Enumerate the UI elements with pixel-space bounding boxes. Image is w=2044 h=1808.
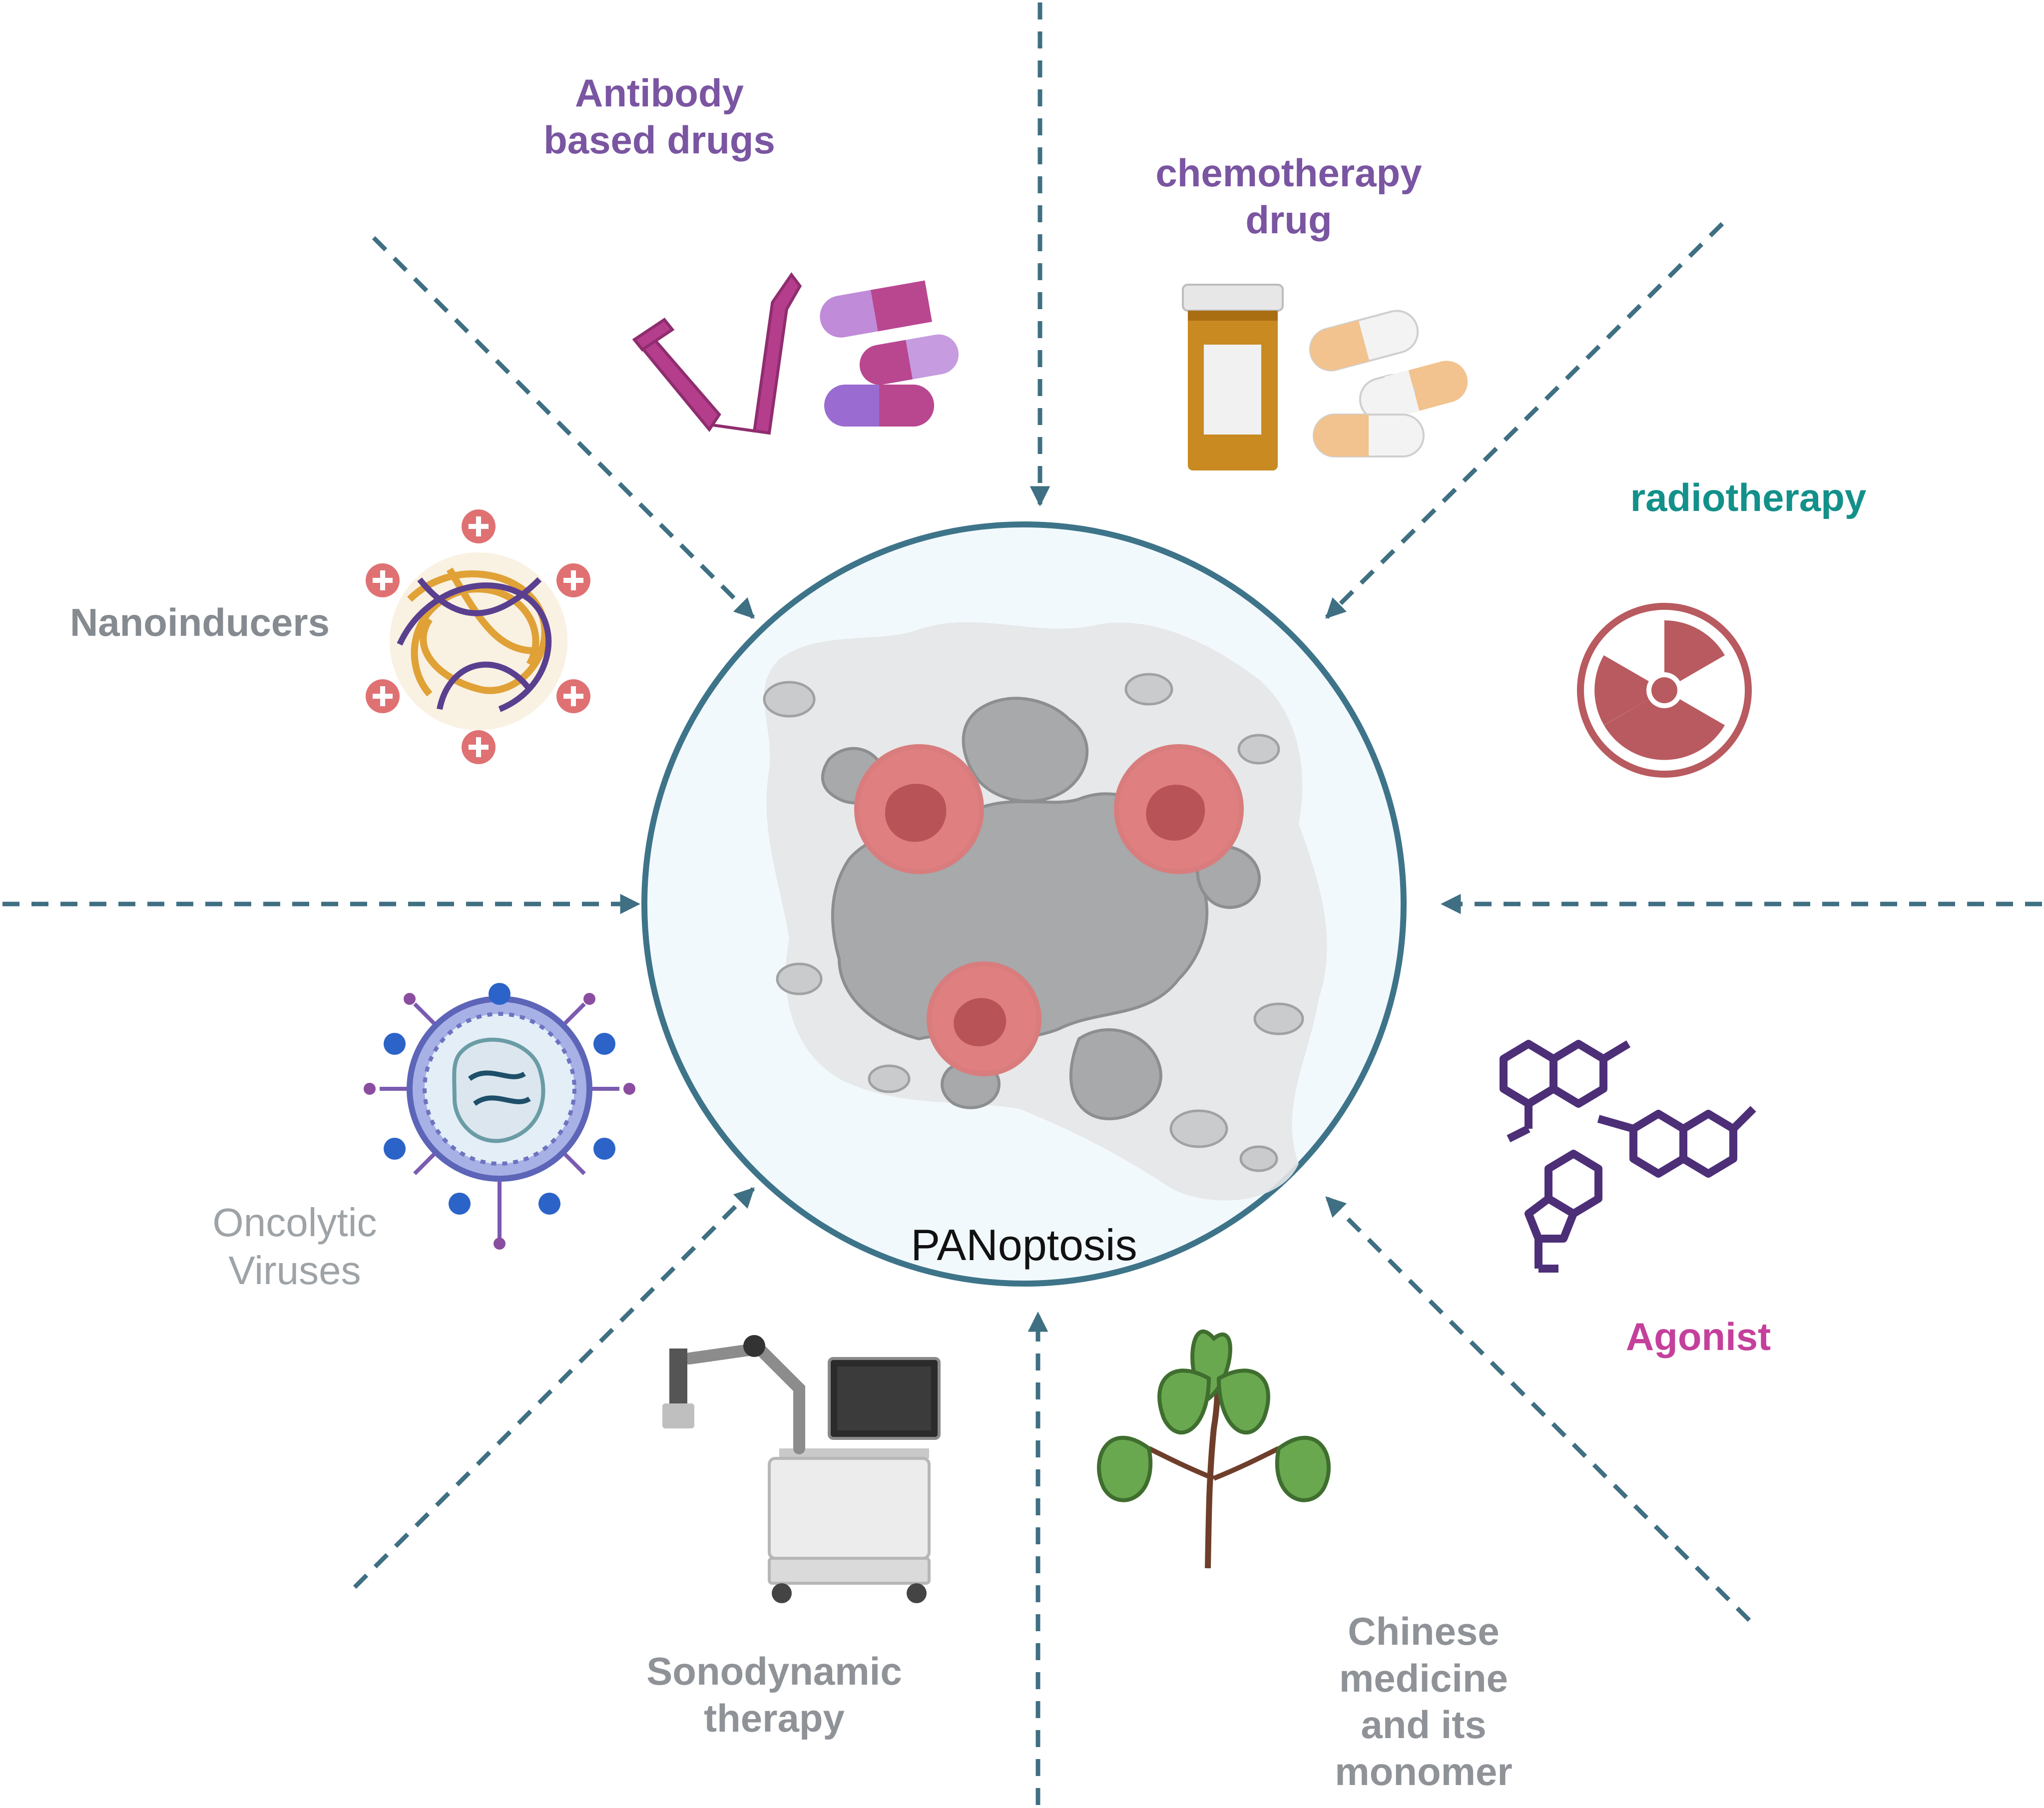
label-radiotherapy: radiotherapy — [1598, 474, 1898, 521]
ultrasound-device-icon — [662, 1335, 941, 1603]
capsule-icon — [820, 280, 959, 427]
arrow-top-left — [372, 236, 755, 619]
arrow-bottom-right — [1325, 1196, 1751, 1622]
label-nanoinducers: Nanoinducers — [50, 599, 350, 646]
label-chinese-line2: medicine — [1339, 1656, 1509, 1700]
nanoparticle-icon — [366, 509, 590, 764]
panoptosis-text: PANoptosis — [911, 1220, 1137, 1270]
label-antibody: Antibody based drugs — [519, 70, 799, 163]
panoptosis-label: PANoptosis — [874, 1219, 1174, 1272]
label-chinese-line3: and its — [1361, 1703, 1487, 1747]
label-oncolytic-line1: Oncolytic — [212, 1200, 377, 1245]
label-chemotherapy-line1: chemotherapy — [1155, 151, 1422, 195]
arrow-bottom-left — [353, 1187, 755, 1589]
plus-charges — [366, 509, 590, 764]
molecule-icon — [1500, 1040, 1756, 1273]
label-oncolytic-line2: Viruses — [228, 1248, 361, 1293]
label-chinese-line4: monomer — [1335, 1749, 1513, 1794]
radiation-icon — [1577, 603, 1752, 778]
label-radiotherapy-line1: radiotherapy — [1630, 475, 1867, 519]
label-sonodynamic-line2: therapy — [704, 1696, 845, 1740]
dying-cells-icon — [763, 622, 1327, 1201]
capsule-icon — [1309, 310, 1468, 457]
label-chinese-medicine: Chinese medicine and its monomer — [1299, 1608, 1548, 1795]
label-antibody-line1: Antibody — [575, 71, 744, 115]
plant-icon — [1097, 1330, 1331, 1569]
label-agonist-line1: Agonist — [1625, 1315, 1771, 1358]
label-chinese-line1: Chinese — [1348, 1609, 1500, 1653]
antibody-icon — [632, 272, 802, 435]
pill-bottle-icon — [1182, 284, 1284, 470]
label-nanoinducers-line1: Nanoinducers — [69, 600, 330, 644]
label-agonist: Agonist — [1573, 1314, 1823, 1360]
label-oncolytic: Oncolytic Viruses — [160, 1199, 430, 1295]
label-sonodynamic: Sonodynamic therapy — [619, 1648, 929, 1742]
virus-icon — [364, 983, 635, 1250]
label-antibody-line2: based drugs — [543, 117, 775, 162]
arrow-top-right — [1325, 222, 1724, 619]
label-chemotherapy: chemotherapy drug — [1139, 150, 1439, 243]
label-chemotherapy-line2: drug — [1245, 197, 1332, 242]
label-sonodynamic-line1: Sonodynamic — [646, 1649, 902, 1693]
